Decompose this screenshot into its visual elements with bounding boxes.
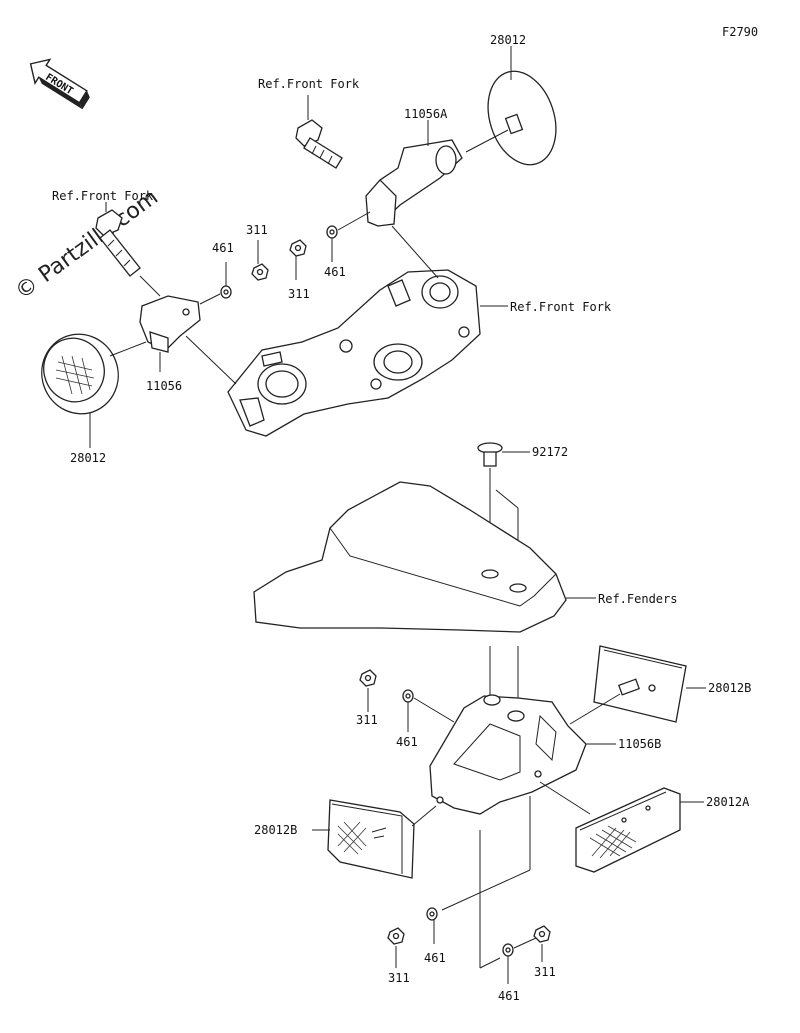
reflector-28012B-left xyxy=(312,799,437,879)
nut-311-b xyxy=(289,239,307,257)
bolt-left xyxy=(95,202,161,297)
label-ref-front-fork-top: Ref.Front Fork xyxy=(258,77,360,91)
reflector-28012A xyxy=(539,781,704,873)
washer-461-b xyxy=(326,225,338,239)
label-28012B-right: 28012B xyxy=(708,681,751,695)
screw-92172 xyxy=(477,442,530,467)
washer-461-e xyxy=(502,943,514,957)
label-ref-front-fork-right: Ref.Front Fork xyxy=(510,300,612,314)
bracket-11056A xyxy=(365,120,463,227)
label-28012A: 28012A xyxy=(706,795,750,809)
washer-461-a xyxy=(220,285,232,299)
nut-311-e xyxy=(533,925,551,943)
label-28012-top: 28012 xyxy=(490,33,526,47)
figure-code: F2790 xyxy=(722,25,758,39)
label-11056A: 11056A xyxy=(404,107,448,121)
label-461-b: 461 xyxy=(324,265,346,279)
front-fender xyxy=(253,481,567,633)
label-461-c: 461 xyxy=(396,735,418,749)
label-311-c: 311 xyxy=(356,713,378,727)
label-311-e: 311 xyxy=(534,965,556,979)
label-461-a: 461 xyxy=(212,241,234,255)
label-28012B-left: 28012B xyxy=(254,823,297,837)
bolt-top xyxy=(295,95,343,169)
nut-311-a xyxy=(251,263,269,281)
label-11056: 11056 xyxy=(146,379,182,393)
label-ref-front-fork-left: Ref.Front Fork xyxy=(52,189,154,203)
steering-stem-bracket xyxy=(227,269,481,437)
label-ref-fenders: Ref.Fenders xyxy=(598,592,677,606)
nut-311-c xyxy=(359,669,377,687)
label-461-e: 461 xyxy=(498,989,520,1003)
bracket-11056B xyxy=(429,694,587,815)
label-92172: 92172 xyxy=(532,445,568,459)
reflector-28012-top xyxy=(487,46,557,166)
label-28012-left: 28012 xyxy=(70,451,106,465)
washer-461-c xyxy=(402,689,414,703)
label-311-a: 311 xyxy=(246,223,268,237)
label-11056B: 11056B xyxy=(618,737,661,751)
front-arrow-icon: FRONT xyxy=(29,58,90,110)
nut-311-d xyxy=(387,927,405,945)
label-311-b: 311 xyxy=(288,287,310,301)
label-311-d: 311 xyxy=(388,971,410,985)
reflector-28012B-right xyxy=(569,645,706,725)
label-461-d: 461 xyxy=(424,951,446,965)
washer-461-d xyxy=(426,907,438,921)
bracket-11056 xyxy=(139,295,201,372)
reflector-28012-left xyxy=(41,333,147,448)
